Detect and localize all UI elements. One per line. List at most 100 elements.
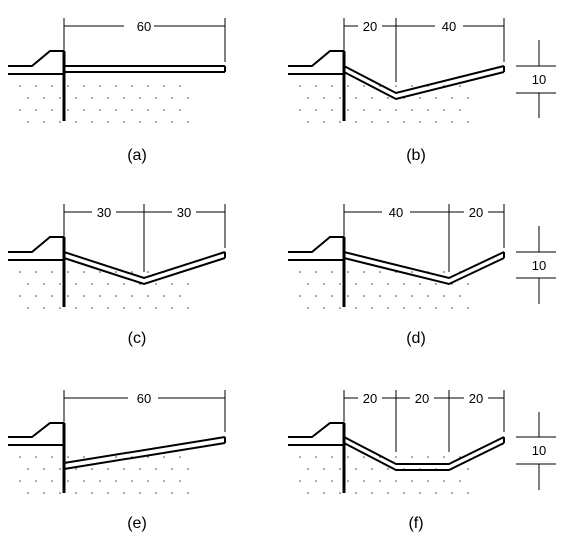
soil-dot — [59, 121, 61, 123]
soil-dot — [59, 492, 61, 494]
soil-dot — [187, 97, 189, 99]
soil-dot — [355, 307, 357, 309]
soil-dot — [435, 121, 437, 123]
dimension-line — [63, 18, 226, 62]
vertical-dimension-label: 10 — [532, 258, 546, 273]
soil-dot — [131, 109, 133, 111]
soil-dot — [51, 109, 53, 111]
soil-dot — [435, 492, 437, 494]
soil-dot — [59, 307, 61, 309]
soil-dot — [307, 492, 309, 494]
vertical-dimension — [516, 226, 556, 304]
soil-dot — [155, 492, 157, 494]
soil-dot — [75, 283, 77, 285]
soil-dot — [371, 283, 373, 285]
soil-dot — [467, 283, 469, 285]
soil-dot — [75, 492, 77, 494]
road-edge — [288, 236, 346, 307]
soil-dot — [27, 97, 29, 99]
soil-dot — [459, 109, 461, 111]
soil-dot — [363, 271, 365, 273]
soil-dot — [339, 307, 341, 309]
soil-dot — [451, 307, 453, 309]
soil-dot — [299, 109, 301, 111]
soil-dot — [67, 85, 69, 87]
soil-dot — [355, 97, 357, 99]
soil-dot — [51, 271, 53, 273]
soil-dot — [83, 109, 85, 111]
soil-dot — [443, 109, 445, 111]
soil-dot — [115, 85, 117, 87]
road-edge — [288, 422, 346, 493]
soil-dot — [347, 85, 349, 87]
panel-caption: (e) — [127, 515, 147, 532]
soil-dot — [91, 468, 93, 470]
soil-dot — [379, 480, 381, 482]
soil-dot — [315, 109, 317, 111]
soil-dot — [419, 121, 421, 123]
soil-dot — [123, 283, 125, 285]
soil-dot — [147, 85, 149, 87]
soil-dot — [403, 307, 405, 309]
soil-dot — [123, 468, 125, 470]
soil-dot — [315, 480, 317, 482]
panel-caption: (d) — [406, 330, 426, 347]
soil-dot — [35, 480, 37, 482]
soil-dot — [395, 480, 397, 482]
road-edge — [288, 50, 346, 121]
soil-dot — [387, 468, 389, 470]
soil-dot — [155, 468, 157, 470]
soil-dot — [323, 97, 325, 99]
soil-dot — [331, 295, 333, 297]
soil-dot — [83, 295, 85, 297]
soil-dot — [411, 271, 413, 273]
soil-dot — [43, 121, 45, 123]
soil-dot — [427, 295, 429, 297]
soil-dot — [67, 109, 69, 111]
ditch-profile — [63, 251, 226, 286]
soil-dot — [147, 295, 149, 297]
soil-dot — [339, 468, 341, 470]
soil-dot — [307, 283, 309, 285]
soil-dot — [115, 295, 117, 297]
soil-dot — [91, 492, 93, 494]
soil-dot — [459, 85, 461, 87]
soil-dot — [395, 456, 397, 458]
dimension-label: 60 — [137, 391, 151, 406]
soil-dot — [51, 85, 53, 87]
panel-caption: (f) — [408, 515, 423, 532]
soil-dot — [427, 109, 429, 111]
soil-dot — [155, 97, 157, 99]
soil-dot — [155, 283, 157, 285]
soil-dot — [163, 456, 165, 458]
soil-dot — [99, 480, 101, 482]
dimension-label: 60 — [137, 19, 151, 34]
soil-dot — [411, 85, 413, 87]
soil-dot — [91, 307, 93, 309]
soil-dot — [147, 456, 149, 458]
soil-dot — [323, 307, 325, 309]
soil-dot — [395, 295, 397, 297]
soil-dot — [307, 468, 309, 470]
soil-dot — [123, 307, 125, 309]
soil-dot — [179, 480, 181, 482]
soil-dot — [107, 283, 109, 285]
soil-dot — [419, 97, 421, 99]
vertical-dimension-label: 10 — [532, 72, 546, 87]
soil-dot — [115, 109, 117, 111]
soil-dot — [131, 295, 133, 297]
soil-dot — [323, 468, 325, 470]
panel-caption: (b) — [406, 147, 426, 164]
soil-dot — [83, 85, 85, 87]
soil-dot — [115, 456, 117, 458]
soil-dot — [339, 121, 341, 123]
soil-dot — [139, 121, 141, 123]
soil-dot — [419, 307, 421, 309]
soil-dot — [387, 97, 389, 99]
soil-dot — [299, 271, 301, 273]
soil-dot — [355, 121, 357, 123]
soil-dot — [43, 307, 45, 309]
soil-dot — [467, 492, 469, 494]
